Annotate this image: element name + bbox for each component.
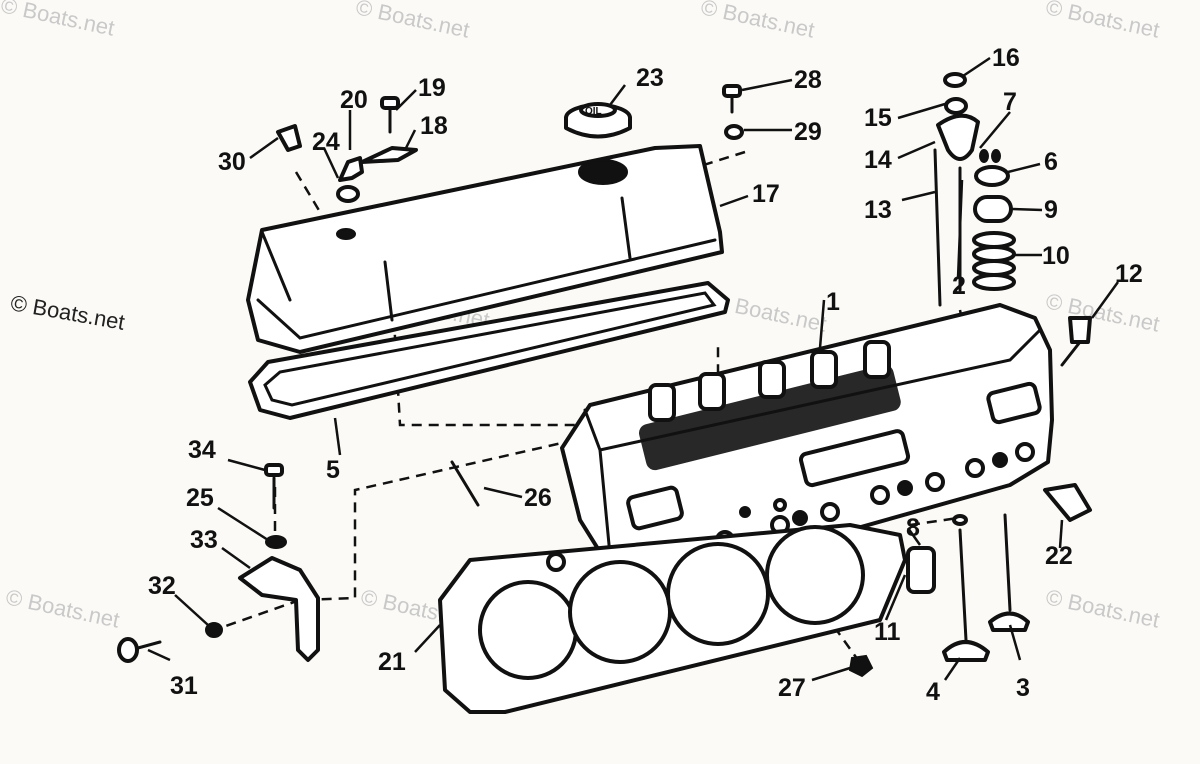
cover-screw xyxy=(722,84,742,114)
temperature-fitting xyxy=(1043,483,1092,522)
callout-15: 15 xyxy=(864,104,892,132)
cap-label: OIL xyxy=(585,106,602,117)
bracket-bolt xyxy=(264,463,284,510)
callout-6: 6 xyxy=(1044,148,1058,176)
callout-10: 10 xyxy=(1042,242,1070,270)
callout-16: 16 xyxy=(992,44,1020,72)
rocker-cover-gasket-inner xyxy=(263,291,717,407)
callout-23: 23 xyxy=(636,64,664,92)
callout-28: 28 xyxy=(794,66,822,94)
head-gasket xyxy=(438,523,907,714)
callout-31: 31 xyxy=(170,672,198,700)
callout-17: 17 xyxy=(752,180,780,208)
rocker-arm xyxy=(936,113,980,161)
callout-12: 12 xyxy=(1115,260,1143,288)
callout-30: 30 xyxy=(218,148,246,176)
rocker-cover-flange xyxy=(256,238,717,340)
callout-18: 18 xyxy=(420,112,448,140)
rocker-nut xyxy=(943,72,967,88)
callout-7: 7 xyxy=(1003,88,1017,116)
oil-filler-cap: OIL xyxy=(564,102,632,139)
rocker-cover xyxy=(246,144,724,354)
callout-14: 14 xyxy=(864,146,892,174)
callout-8: 8 xyxy=(906,514,920,542)
callouts: 1 2 3 4 5 6 7 8 9 10 11 12 13 14 15 16 1… xyxy=(148,44,1143,706)
head-plug xyxy=(848,654,874,678)
leader-lines xyxy=(147,56,1120,682)
intake-valve xyxy=(942,528,990,662)
valve-key xyxy=(979,149,989,163)
valve-key xyxy=(991,149,1001,163)
valve-cap xyxy=(974,165,1010,187)
vent-elbow xyxy=(338,156,364,182)
callout-25: 25 xyxy=(186,484,214,512)
rocker-cover-gasket xyxy=(248,281,730,420)
bracket-washer xyxy=(265,535,287,549)
callout-1: 1 xyxy=(826,288,840,316)
cover-grommet xyxy=(724,124,744,140)
callout-32: 32 xyxy=(148,572,176,600)
callout-33: 33 xyxy=(190,526,218,554)
hold-down-clip xyxy=(360,146,418,164)
valve-spring xyxy=(972,231,1016,291)
callout-24: 24 xyxy=(312,128,340,156)
wire-clip xyxy=(276,124,302,152)
callout-13: 13 xyxy=(864,196,892,224)
callout-11: 11 xyxy=(874,618,901,646)
callout-9: 9 xyxy=(1044,196,1058,224)
callout-26: 26 xyxy=(524,484,552,512)
callout-2: 2 xyxy=(952,272,966,300)
callout-20: 20 xyxy=(340,86,368,114)
bracket-nut xyxy=(205,622,223,638)
cover-hole xyxy=(336,228,356,240)
callout-3: 3 xyxy=(1016,674,1030,702)
callout-34: 34 xyxy=(188,436,216,464)
hold-down-screw xyxy=(380,96,400,134)
spring-retainer xyxy=(973,195,1013,223)
callout-4: 4 xyxy=(926,678,940,706)
head-bolt xyxy=(1060,316,1092,367)
callout-22: 22 xyxy=(1045,542,1073,570)
valve-lifter xyxy=(906,546,936,594)
cylinder-head xyxy=(560,303,1054,580)
manifold-stud xyxy=(450,460,480,507)
callout-19: 19 xyxy=(418,74,446,102)
push-rod xyxy=(933,148,942,307)
vent-grommet xyxy=(336,185,360,203)
callout-21: 21 xyxy=(378,648,406,676)
mounting-bracket xyxy=(238,556,320,662)
callout-29: 29 xyxy=(794,118,822,146)
exhaust-valve xyxy=(988,513,1030,632)
callout-5: 5 xyxy=(326,456,340,484)
bracket-screw xyxy=(117,637,162,663)
oil-seal xyxy=(952,514,968,526)
rocker-ball xyxy=(944,97,968,115)
callout-27: 27 xyxy=(778,674,806,702)
oil-filler-opening xyxy=(578,159,628,185)
